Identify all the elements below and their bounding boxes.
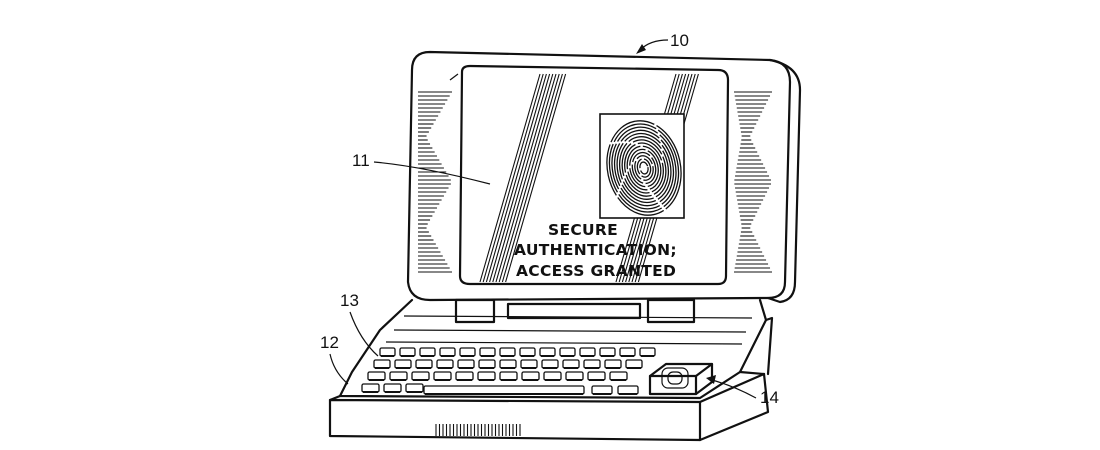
message-line-3: ACCESS GRANTED: [516, 262, 676, 280]
display-screen: [458, 64, 730, 286]
ref-numeral-12: 12: [320, 333, 339, 352]
laptop-base: [328, 298, 774, 442]
laptop-lid: [406, 50, 802, 304]
screen-message: SECURE AUTHENTICATION; ACCESS GRANTED: [514, 221, 677, 280]
fingerprint-window: [599, 113, 685, 219]
message-line-2: AUTHENTICATION;: [514, 241, 677, 259]
fingerprint-sensor: [648, 362, 714, 396]
bezel-hatching: [418, 91, 772, 273]
ref-10: 10: [636, 31, 689, 54]
hinge: [454, 298, 696, 324]
ref-numeral-13: 13: [340, 291, 359, 310]
ref-13: 13: [340, 291, 379, 357]
message-line-1: SECURE: [548, 221, 618, 239]
ref-numeral-10: 10: [670, 31, 689, 50]
keyboard: [361, 347, 656, 395]
fingerprint-icon: [606, 120, 682, 216]
ref-11: 11: [352, 151, 491, 185]
ref-numeral-11: 11: [352, 151, 370, 170]
ref-numeral-14: 14: [760, 388, 779, 407]
ref-12: 12: [320, 333, 349, 385]
ref-14: 14: [706, 375, 779, 407]
